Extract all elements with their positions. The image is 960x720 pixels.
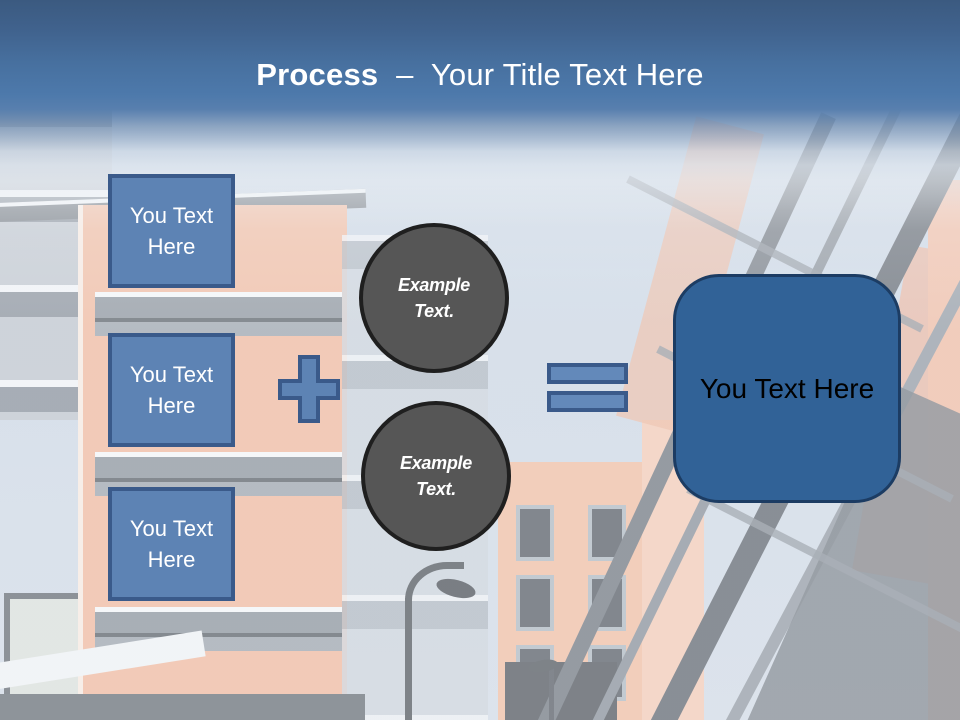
photo-balcony-band (95, 292, 342, 336)
example-circle-2: Example Text. (361, 401, 511, 551)
slide-title: Process – Your Title Text Here (0, 55, 960, 95)
input-box-2: You Text Here (108, 333, 235, 447)
equals-icon (547, 363, 628, 384)
street-lamp-pole (405, 598, 412, 720)
title-rest: Your Title Text Here (430, 57, 704, 92)
example-circle-2-label: Example Text. (400, 453, 472, 499)
example-circle-1-label: Example Text. (398, 275, 470, 321)
plus-icon (278, 355, 340, 423)
input-box-3: You Text Here (108, 487, 235, 601)
input-box-1-label: You Text Here (129, 203, 214, 259)
photo-bottom-band (0, 694, 365, 720)
title-separator: – (396, 57, 414, 92)
street-lamp2-pole (549, 668, 554, 720)
photo-window (516, 505, 554, 561)
result-box: You Text Here (673, 274, 901, 503)
input-box-1: You Text Here (108, 174, 235, 288)
title-emphasis: Process (256, 57, 379, 92)
equals-icon (547, 391, 628, 412)
result-box-label: You Text Here (699, 372, 875, 404)
example-circle-1: Example Text. (359, 223, 509, 373)
input-box-2-label: You Text Here (129, 362, 214, 418)
photo-window (516, 575, 554, 631)
input-box-3-label: You Text Here (129, 516, 214, 572)
